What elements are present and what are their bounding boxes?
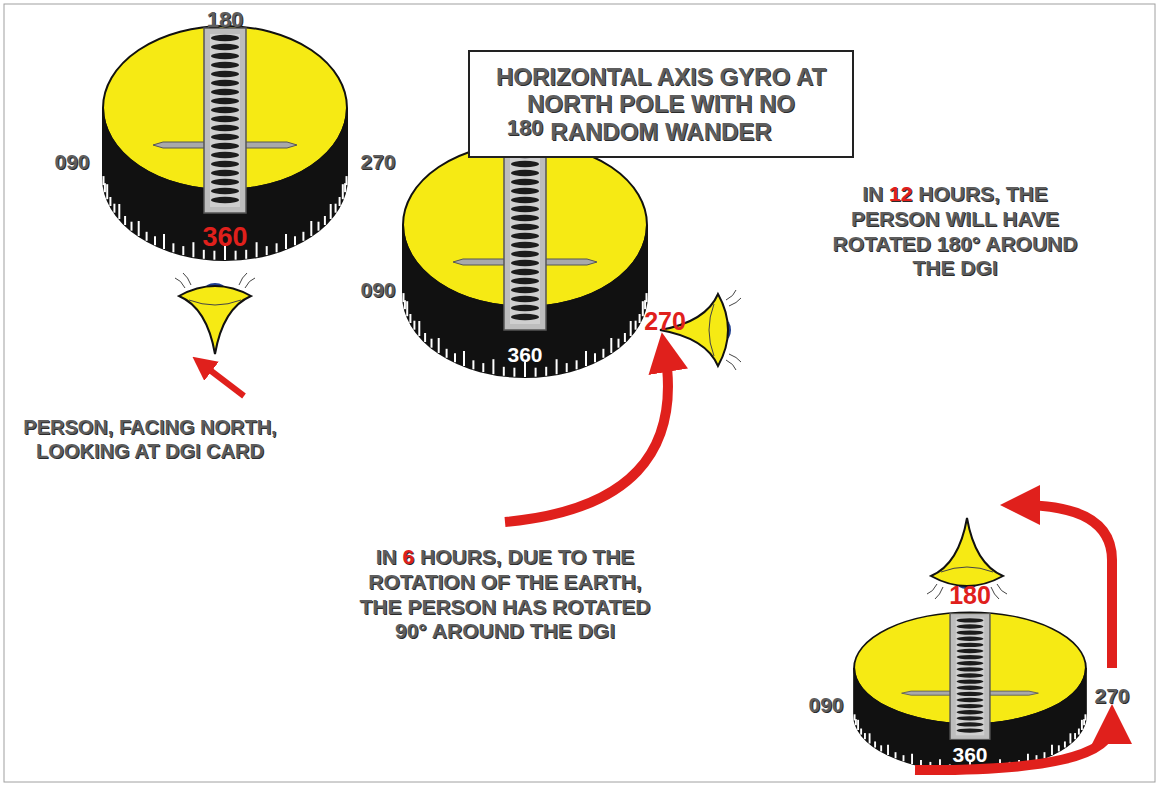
- card-mark: 180: [949, 581, 991, 611]
- card-mark: 180: [207, 7, 244, 33]
- red-arrow: [202, 364, 244, 396]
- hours-number: 12: [889, 182, 912, 205]
- title-box: HORIZONTAL AXIS GYRO AT NORTH POLE WITH …: [468, 50, 854, 158]
- red-arrow: [915, 724, 1112, 770]
- card-mark: 090: [360, 278, 395, 303]
- dgi-card: [403, 143, 647, 377]
- red-arrow: [505, 352, 668, 522]
- caption: IN 12 HOURS, THE PERSON WILL HAVE ROTATE…: [815, 182, 1095, 281]
- red-arrow: [1020, 505, 1112, 668]
- card-mark: 270: [644, 307, 686, 337]
- caption: IN 6 HOURS, DUE TO THE ROTATION OF THE E…: [345, 545, 665, 644]
- card-mark: 360: [507, 343, 542, 368]
- card-mark: 270: [360, 150, 395, 175]
- card-mark: 180: [507, 115, 544, 141]
- frame: [4, 4, 1155, 782]
- card-mark: 360: [202, 222, 247, 254]
- dgi-card: [854, 612, 1086, 771]
- card-mark: 090: [54, 150, 89, 175]
- eye-symbol: [175, 273, 255, 354]
- caption: PERSON, FACING NORTH, LOOKING AT DGI CAR…: [20, 416, 280, 463]
- card-mark: 270: [1094, 684, 1129, 709]
- card-mark: 360: [952, 743, 987, 768]
- dgi-card: [103, 26, 347, 260]
- card-mark: 090: [808, 693, 843, 718]
- hours-number: 6: [403, 545, 415, 568]
